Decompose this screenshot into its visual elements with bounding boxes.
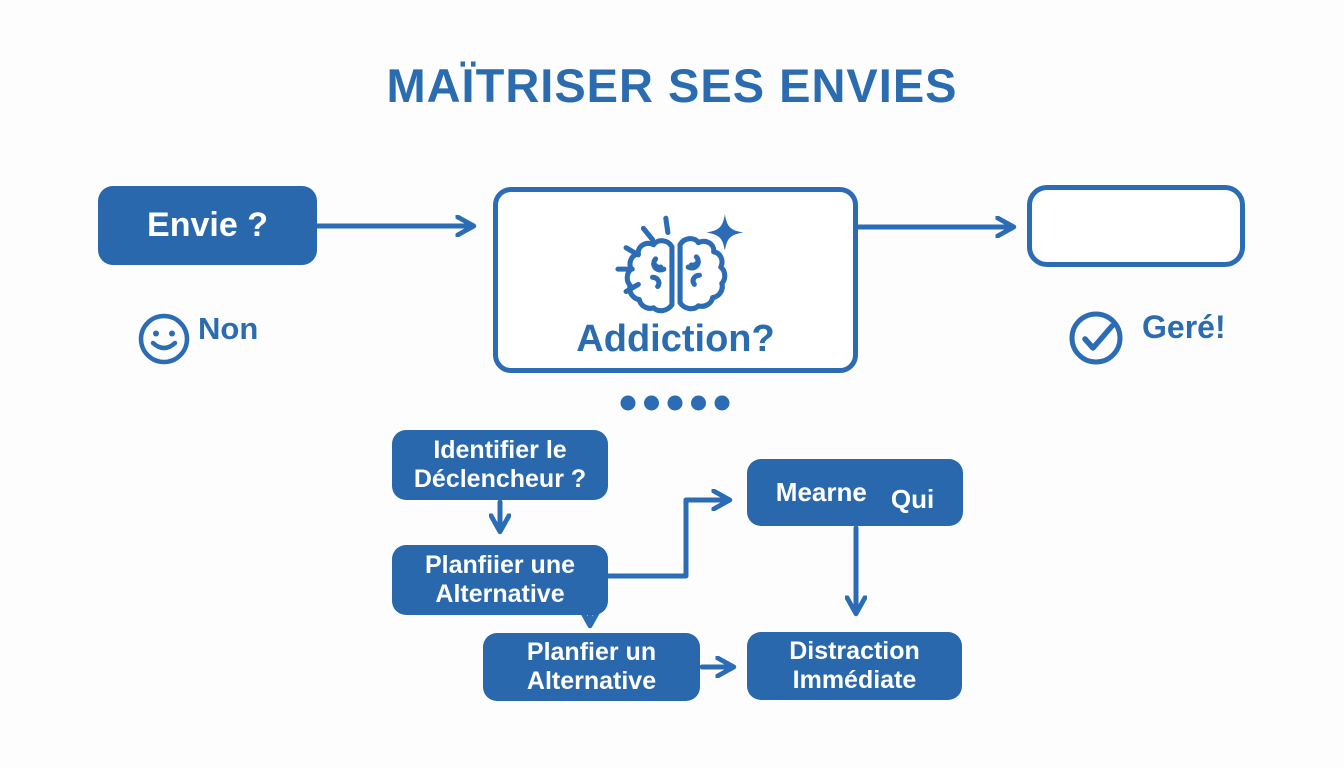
node-distraction-immediate: Distraction Immédiate	[747, 632, 962, 700]
node-identifier-declencheur: Identifier le Déclencheur ?	[392, 430, 608, 500]
node-envie: Envie ?	[98, 186, 317, 265]
smiley-face-icon	[138, 313, 190, 365]
node-addiction-label: Addiction?	[576, 318, 775, 360]
caption-gere: Geré!	[1068, 309, 1226, 346]
page-title: MAÏTRISER SES ENVIES	[386, 59, 958, 112]
node-planfier-un-alternative: Planfier un Alternative	[483, 633, 700, 701]
node-planun-line2: Alternative	[526, 667, 657, 695]
caption-non: Non	[136, 311, 258, 347]
node-envie-label: Envie ?	[147, 206, 268, 244]
node-distraction-line2: Immédiate	[792, 666, 917, 694]
node-outcome-empty	[1027, 185, 1245, 267]
node-distraction-line1: Distraction	[789, 636, 920, 665]
node-planfiier-une-alternative: Planfiier une Alternative	[392, 545, 608, 615]
non-label: Non	[198, 311, 259, 346]
node-identifier-line1: Identifier le	[433, 435, 567, 464]
node-mearne-word1: Mearne	[775, 477, 867, 508]
node-addiction: Addiction?	[493, 187, 858, 373]
node-planun-line1: Planfier un	[526, 637, 657, 666]
elbow-planune-to-mearne	[605, 500, 728, 579]
node-mearne-word2: Qui	[890, 484, 935, 515]
gere-label: Geré!	[1142, 309, 1226, 345]
node-planune-line1: Planfiier une	[424, 550, 576, 579]
node-identifier-line2: Déclencheur ?	[413, 465, 587, 493]
ellipsis-dots	[620, 395, 730, 411]
check-circle-icon	[1069, 311, 1123, 365]
node-mearne-qui: Mearne Qui	[747, 459, 963, 526]
brain-sparkle-icon	[614, 214, 743, 314]
node-planune-line2: Alternative	[435, 580, 565, 608]
